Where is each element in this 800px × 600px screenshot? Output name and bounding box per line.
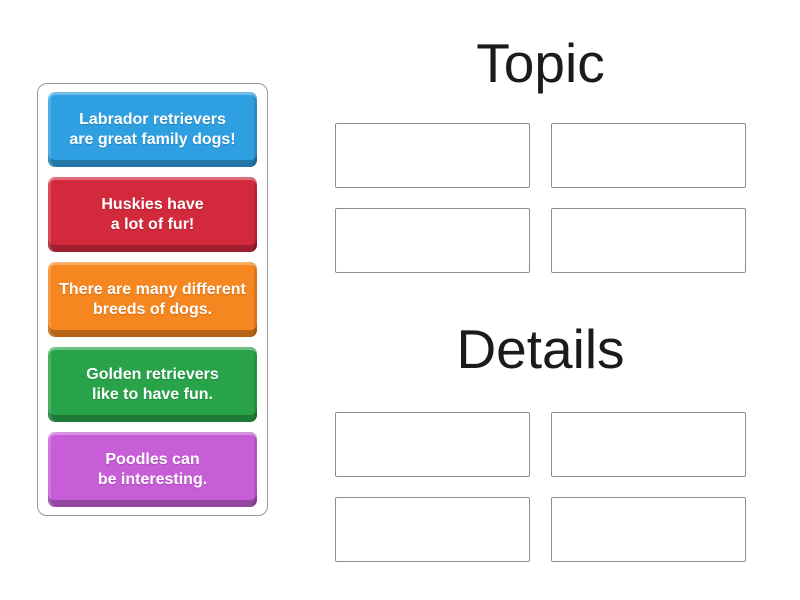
drop-slot[interactable] <box>551 123 746 188</box>
card-label: There are many different breeds of dogs. <box>59 280 246 318</box>
card-label: Golden retrievers like to have fun. <box>86 365 219 403</box>
drop-slot[interactable] <box>335 208 530 273</box>
card-label: Huskies have a lot of fur! <box>101 195 204 233</box>
card-label: Poodles can be interesting. <box>97 450 208 488</box>
group-title-topic: Topic <box>476 32 605 94</box>
draggable-card[interactable]: Huskies have a lot of fur! <box>48 177 257 252</box>
card-label: Labrador retrievers are great family dog… <box>69 110 236 148</box>
drop-slot[interactable] <box>335 123 530 188</box>
drop-slot[interactable] <box>551 497 746 562</box>
details-drop-zones <box>335 412 746 562</box>
draggable-card[interactable]: Golden retrievers like to have fun. <box>48 347 257 422</box>
group-title-details: Details <box>456 318 625 380</box>
drop-slot[interactable] <box>335 412 530 477</box>
drop-slot[interactable] <box>551 208 746 273</box>
draggable-card[interactable]: Poodles can be interesting. <box>48 432 257 507</box>
draggable-card[interactable]: Labrador retrievers are great family dog… <box>48 92 257 167</box>
draggable-card[interactable]: There are many different breeds of dogs. <box>48 262 257 337</box>
drop-slot[interactable] <box>551 412 746 477</box>
drop-slot[interactable] <box>335 497 530 562</box>
topic-drop-zones <box>335 123 746 273</box>
card-tray: Labrador retrievers are great family dog… <box>37 83 268 516</box>
